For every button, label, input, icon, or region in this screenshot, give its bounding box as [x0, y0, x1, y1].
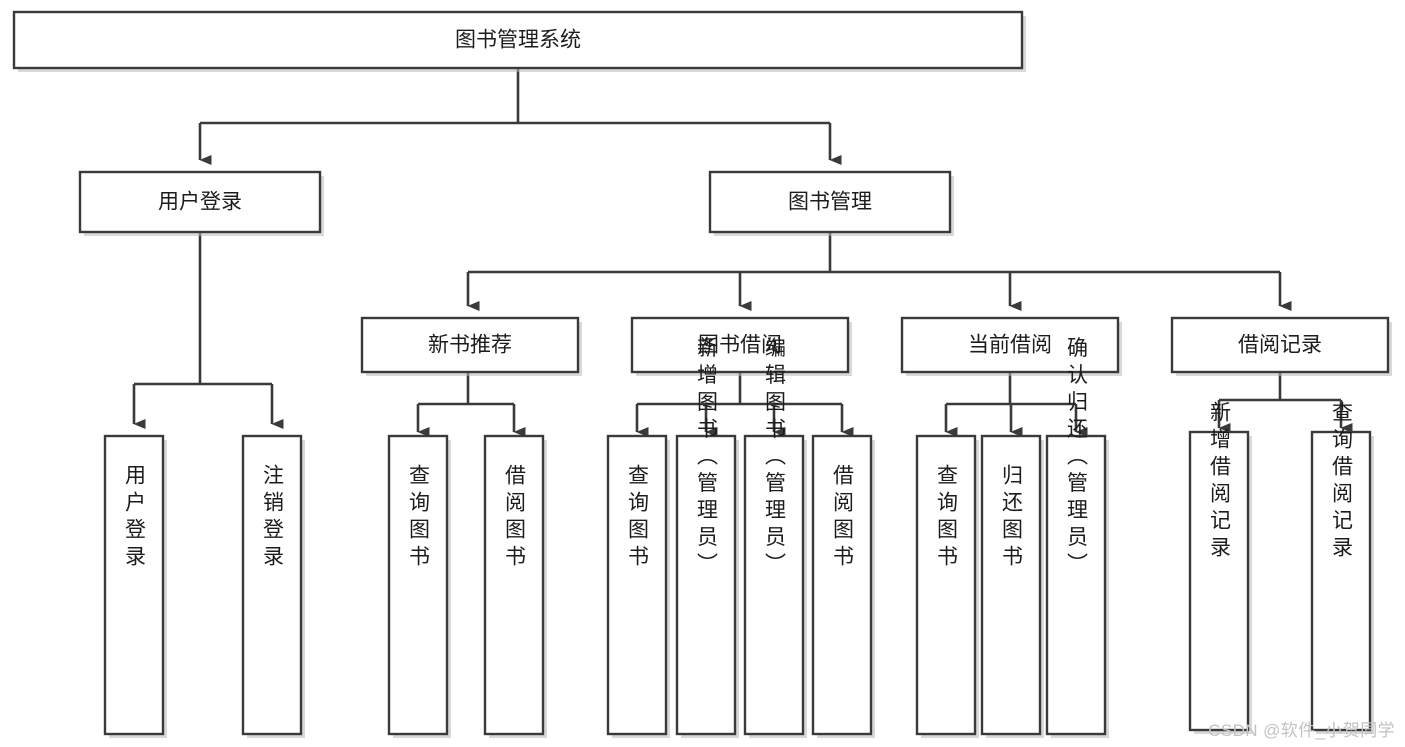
node-new-book-rec-rect [360, 316, 580, 374]
node-root-rect [12, 10, 1024, 70]
node-leaf-add-book-admin[interactable]: 新增图书（管理员） [675, 337, 739, 739]
node-book-manage[interactable]: 图书管理 [708, 170, 954, 236]
node-user-login-label: 用户登录 [158, 191, 242, 214]
node-book-manage-rect [708, 170, 952, 234]
connector-layer [132, 68, 1353, 437]
node-leaf-borrow-book-2-rect [811, 434, 873, 736]
node-leaf-confirm-return-admin-label: 确认归还（管理员） [1065, 337, 1089, 580]
node-leaf-borrow-book-1[interactable]: 借阅图书 [483, 434, 547, 738]
node-layer: 图书管理系统 用户登录 图书管理 新书推荐 [12, 10, 1392, 739]
node-leaf-query-book-2[interactable]: 查询图书 [606, 434, 670, 738]
node-leaf-add-book-admin-rect [675, 434, 737, 736]
node-leaf-borrow-book-2-label: 借阅图书 [831, 464, 855, 572]
node-leaf-borrow-book-2[interactable]: 借阅图书 [811, 434, 875, 738]
node-borrow-record[interactable]: 借阅记录 [1170, 316, 1392, 376]
node-leaf-query-borrow-record-rect [1310, 430, 1372, 732]
node-current-borrow-rect [900, 316, 1120, 374]
node-leaf-edit-book-admin-rect [743, 434, 805, 736]
node-user-login-rect [78, 170, 322, 234]
node-leaf-logout-label: 注销登录 [261, 464, 285, 572]
node-leaf-query-book-3[interactable]: 查询图书 [915, 434, 979, 738]
node-leaf-query-book-3-rect [915, 434, 977, 736]
node-leaf-query-book-1-label: 查询图书 [407, 464, 431, 572]
node-leaf-confirm-return-admin[interactable]: 确认归还（管理员） [1045, 337, 1109, 739]
node-leaf-user-login[interactable]: 用户登录 [103, 434, 167, 738]
node-leaf-return-book-label: 归还图书 [1000, 464, 1024, 572]
node-leaf-query-book-3-label: 查询图书 [935, 464, 959, 572]
node-borrow-record-label: 借阅记录 [1238, 334, 1322, 357]
node-borrow-record-rect [1170, 316, 1390, 374]
node-book-borrow-rect [630, 316, 850, 374]
node-new-book-rec-label: 新书推荐 [428, 334, 512, 357]
node-leaf-query-book-2-label: 查询图书 [626, 464, 650, 572]
node-leaf-query-borrow-record[interactable]: 查询借阅记录 [1310, 401, 1374, 734]
node-leaf-query-book-1[interactable]: 查询图书 [387, 434, 451, 738]
node-book-manage-label: 图书管理 [788, 191, 872, 214]
node-current-borrow-label: 当前借阅 [968, 334, 1052, 357]
node-leaf-logout-rect [241, 434, 303, 736]
node-book-borrow-label: 图书借阅 [698, 334, 782, 357]
node-user-login[interactable]: 用户登录 [78, 170, 324, 236]
node-leaf-user-login-rect [103, 434, 165, 736]
node-leaf-query-book-2-rect [606, 434, 668, 736]
node-leaf-return-book-rect [980, 434, 1042, 736]
node-leaf-add-borrow-record-rect [1188, 430, 1250, 732]
node-current-borrow[interactable]: 当前借阅 [900, 316, 1122, 376]
node-leaf-add-book-admin-label: 新增图书（管理员） [695, 337, 719, 580]
node-leaf-borrow-book-1-label: 借阅图书 [503, 464, 527, 572]
node-leaf-confirm-return-admin-rect [1045, 434, 1107, 736]
node-root-label: 图书管理系统 [455, 29, 581, 52]
node-leaf-user-login-label: 用户登录 [123, 464, 147, 572]
node-book-borrow[interactable]: 图书借阅 [630, 316, 852, 376]
node-leaf-edit-book-admin[interactable]: 编辑图书（管理员） [743, 337, 807, 739]
node-root[interactable]: 图书管理系统 [12, 10, 1026, 72]
node-leaf-return-book[interactable]: 归还图书 [980, 434, 1044, 738]
node-leaf-logout[interactable]: 注销登录 [241, 434, 305, 738]
node-leaf-query-borrow-record-label: 查询借阅记录 [1330, 401, 1354, 563]
node-leaf-edit-book-admin-label: 编辑图书（管理员） [763, 337, 787, 580]
node-leaf-query-book-1-rect [387, 434, 449, 736]
node-leaf-borrow-book-1-rect [483, 434, 545, 736]
node-leaf-add-borrow-record[interactable]: 新增借阅记录 [1188, 401, 1252, 734]
node-new-book-rec[interactable]: 新书推荐 [360, 316, 582, 376]
node-leaf-add-borrow-record-label: 新增借阅记录 [1208, 401, 1232, 563]
